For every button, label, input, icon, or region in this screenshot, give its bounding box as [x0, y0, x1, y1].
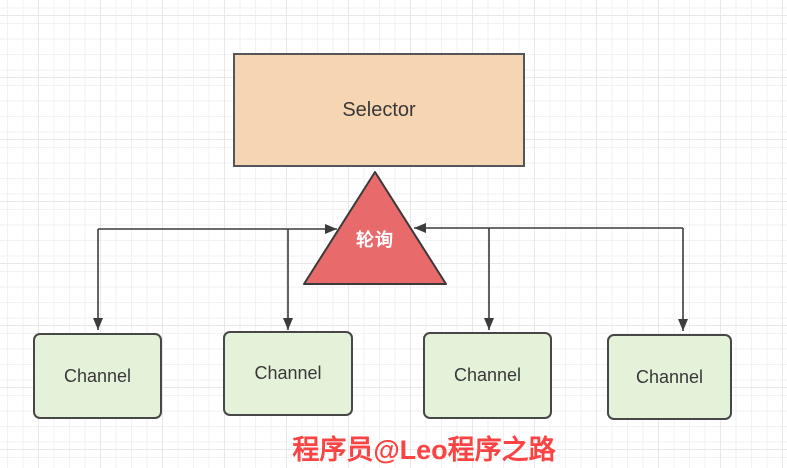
channel-node-2: Channel: [223, 331, 353, 416]
selector-label: Selector: [342, 98, 416, 121]
channel-label: Channel: [63, 365, 132, 386]
channel-label: Channel: [453, 365, 522, 385]
watermark-text: 程序员@Leo程序之路: [292, 435, 556, 465]
channel-node-3: Channel: [423, 332, 552, 419]
channel-label: Channel: [254, 363, 322, 383]
channel-node-4: Channel: [607, 334, 732, 420]
polling-label: 轮询: [356, 230, 394, 250]
selector-node: Selector: [233, 53, 525, 167]
channel-label: Channel: [635, 366, 704, 387]
channel-node-1: Channel: [33, 333, 162, 419]
